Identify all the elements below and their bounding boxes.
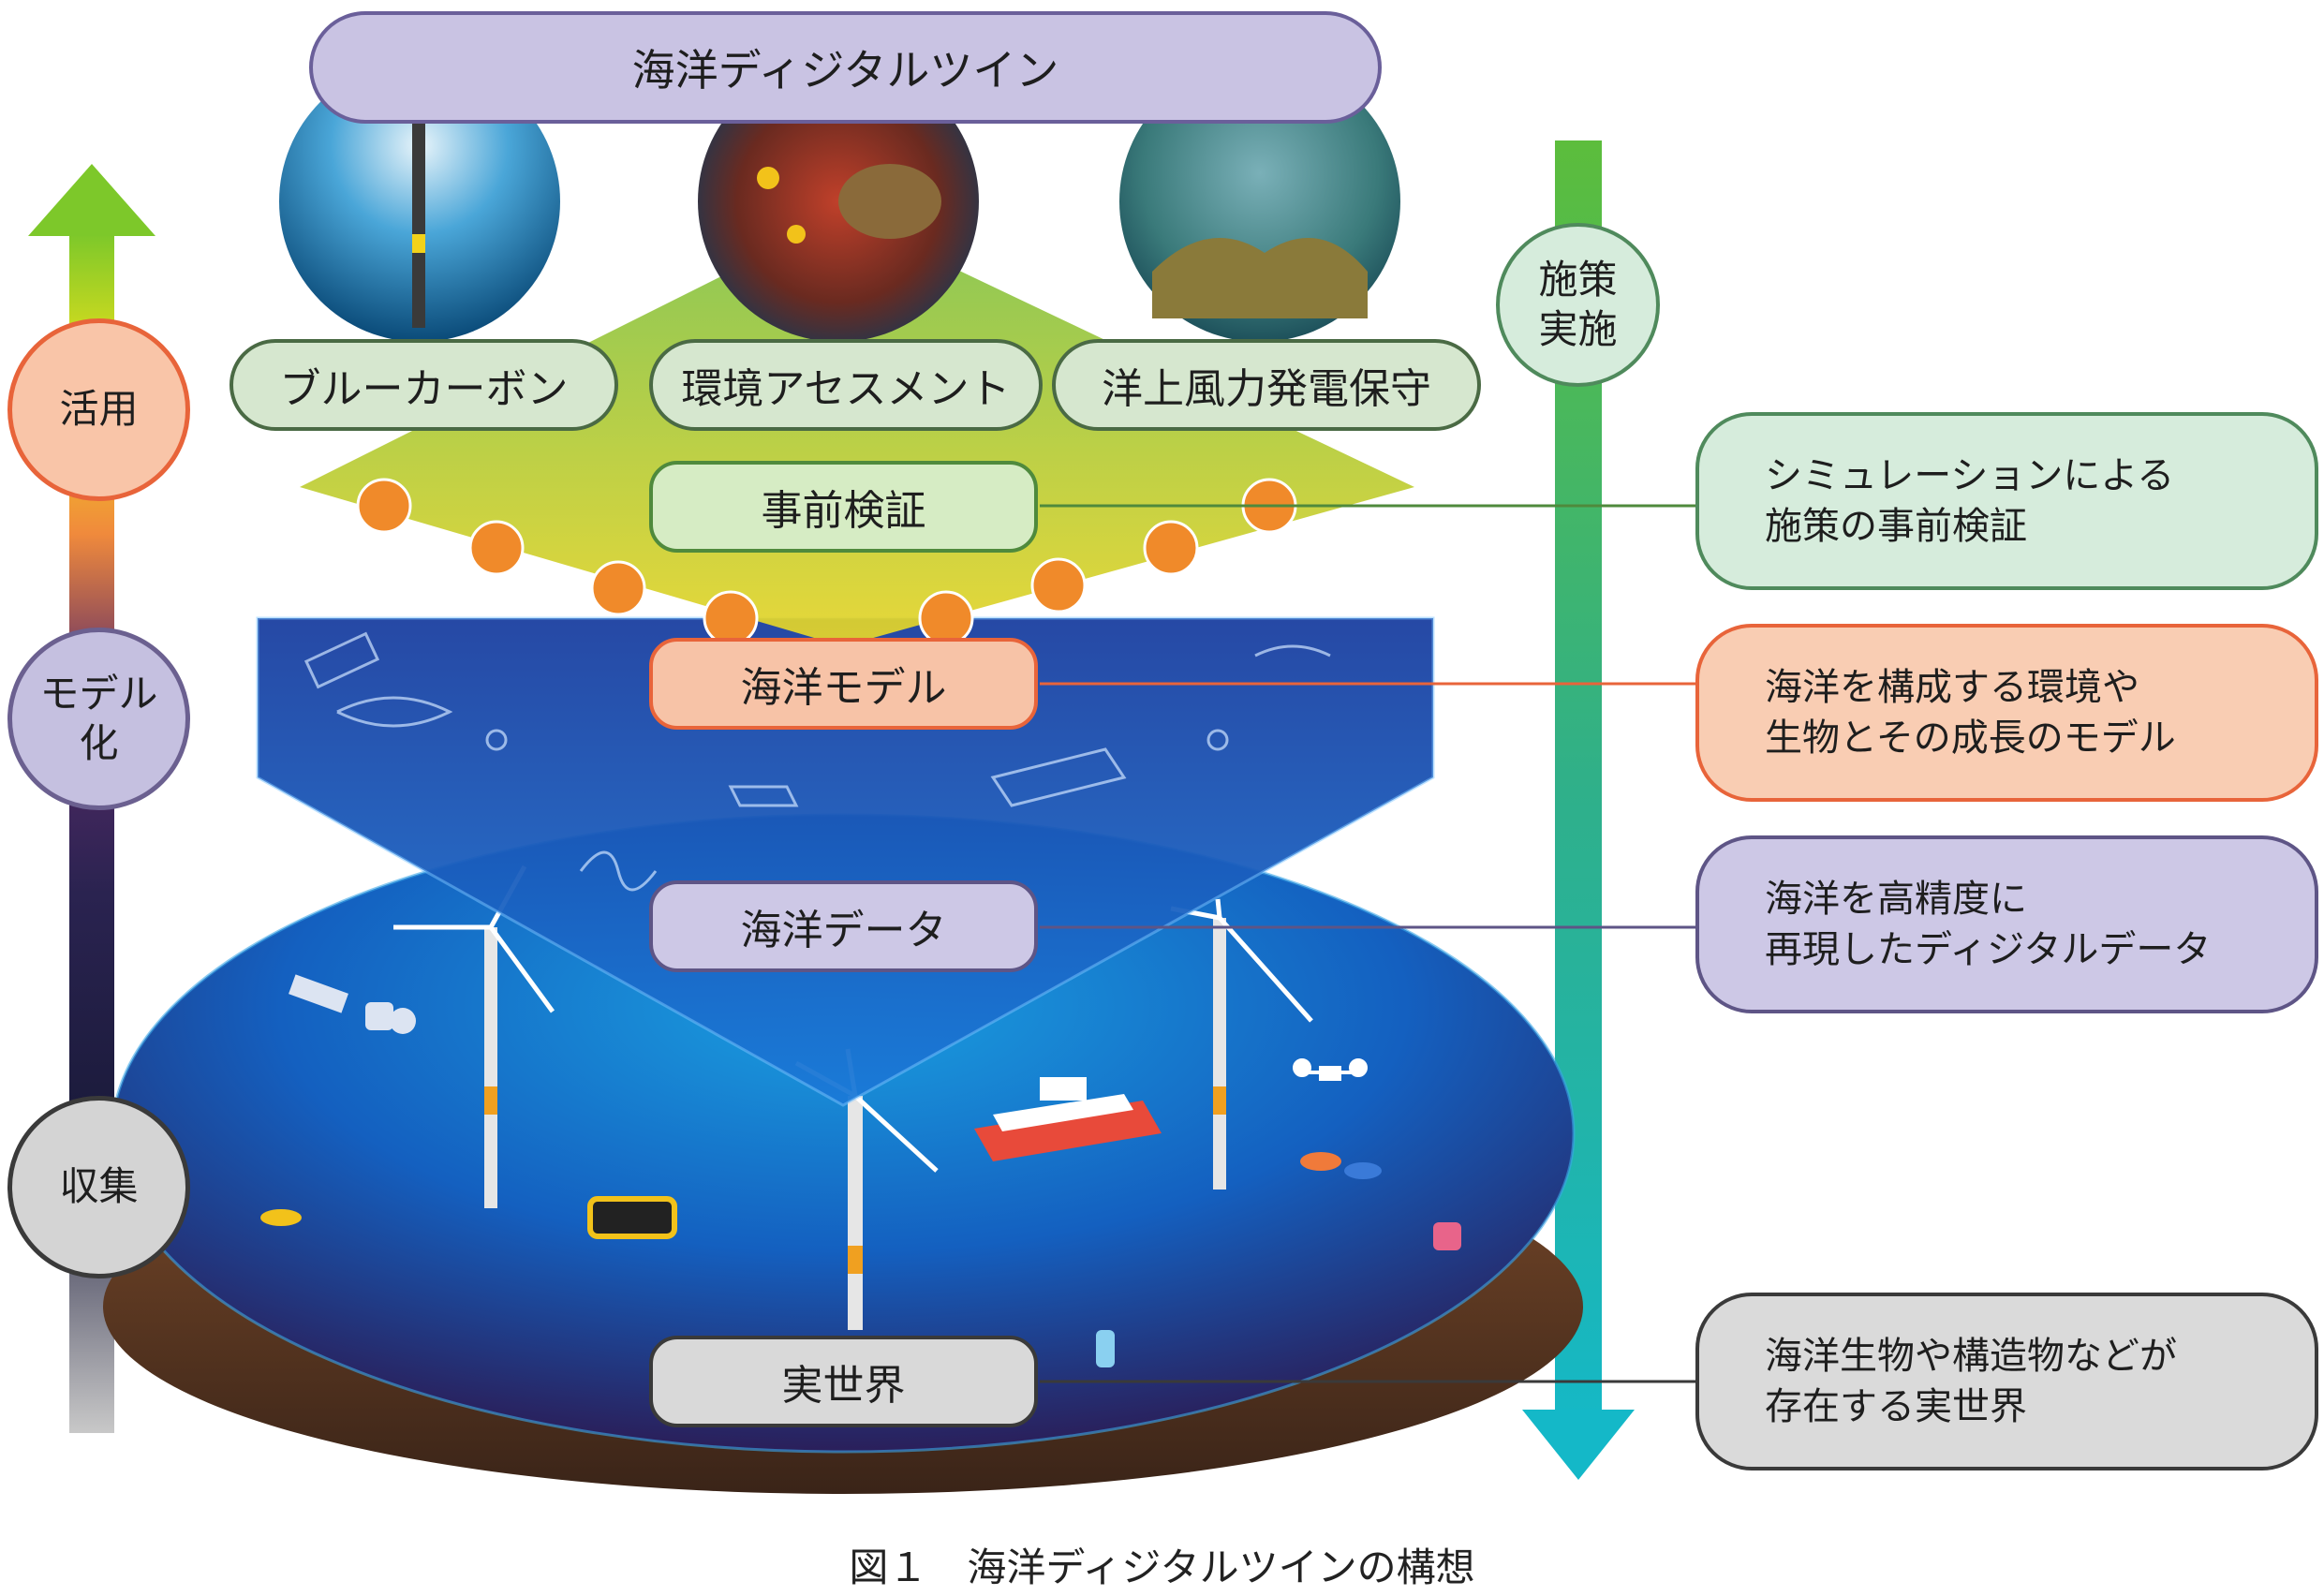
policy-implementation-label: 施策 実施 (1538, 257, 1618, 352)
description-line: 海洋を構成する環境や (1765, 666, 2139, 709)
layer-label-text: 実世界 (781, 1362, 906, 1410)
description-line: シミュレーションによる (1765, 454, 2175, 497)
use-case-label: ブルーカーボン (279, 365, 569, 413)
stage-utilization: 活用 (7, 318, 190, 501)
use-case-offshore-wind-maintenance: 洋上風力発電保守 (1052, 339, 1481, 431)
description-ocean-model: 海洋を構成する環境や 生物とその成長のモデル (1695, 624, 2318, 802)
coral-icon (1096, 1222, 1461, 1367)
underwater-vehicle-icon (587, 1196, 677, 1239)
use-case-environment-assessment: 環境アセスメント (649, 339, 1043, 431)
description-line: 施策の事前検証 (1765, 505, 2027, 548)
use-case-label: 洋上風力発電保守 (1102, 365, 1431, 413)
stage-modeling: モデル 化 (7, 628, 190, 810)
stage-label: 収集 (59, 1163, 139, 1210)
figure-caption-text: 図１ 海洋ディジタルツインの構想 (849, 1544, 1475, 1590)
ocean-model-layer (258, 618, 1433, 1105)
description-line: 海洋生物や構造物などが (1765, 1335, 2177, 1378)
use-case-label: 環境アセスメント (681, 365, 1011, 413)
layer-label-real-world: 実世界 (649, 1336, 1038, 1427)
figure-caption: 図１ 海洋ディジタルツインの構想 (0, 1536, 2324, 1593)
drone-icon (1293, 1058, 1368, 1081)
layer-label-ocean-data: 海洋データ (649, 880, 1038, 972)
stage-label: モデル 化 (39, 671, 158, 766)
description-ocean-data: 海洋を高精度に 再現したディジタルデータ (1695, 835, 2318, 1013)
layer-label-text: 海洋データ (740, 907, 947, 954)
blue-carbon-photo (279, 61, 560, 342)
layer-label-text: 海洋モデル (740, 664, 947, 712)
offshore-wind-photo (1119, 61, 1400, 342)
description-pre-verification: シミュレーションによる 施策の事前検証 (1695, 412, 2318, 590)
fish-icon (260, 1152, 1382, 1226)
description-line: 再現したディジタルデータ (1765, 928, 2212, 971)
satellite-icon (289, 974, 416, 1034)
pre-verification-layer (300, 215, 1414, 646)
layer-label-text: 事前検証 (761, 487, 926, 535)
page-title: 海洋ディジタルツイン (309, 11, 1382, 124)
description-line: 生物とその成長のモデル (1765, 717, 2176, 760)
description-real-world: 海洋生物や構造物などが 存在する実世界 (1695, 1293, 2318, 1470)
environment-assessment-photo (698, 61, 979, 342)
description-line: 海洋を高精度に (1765, 878, 2027, 921)
layer-label-pre-verification: 事前検証 (649, 461, 1038, 553)
use-case-blue-carbon: ブルーカーボン (229, 339, 618, 431)
model-wireframe (303, 631, 1331, 892)
layer-label-ocean-model: 海洋モデル (649, 638, 1038, 730)
real-world-disk (112, 815, 1574, 1452)
ship-icon (974, 1077, 1162, 1161)
page-title-text: 海洋ディジタルツイン (631, 45, 1059, 96)
stage-label: 活用 (59, 386, 139, 433)
description-line: 存在する実世界 (1765, 1385, 2027, 1428)
policy-implementation-circle: 施策 実施 (1496, 223, 1660, 387)
stage-collection: 収集 (7, 1096, 190, 1278)
